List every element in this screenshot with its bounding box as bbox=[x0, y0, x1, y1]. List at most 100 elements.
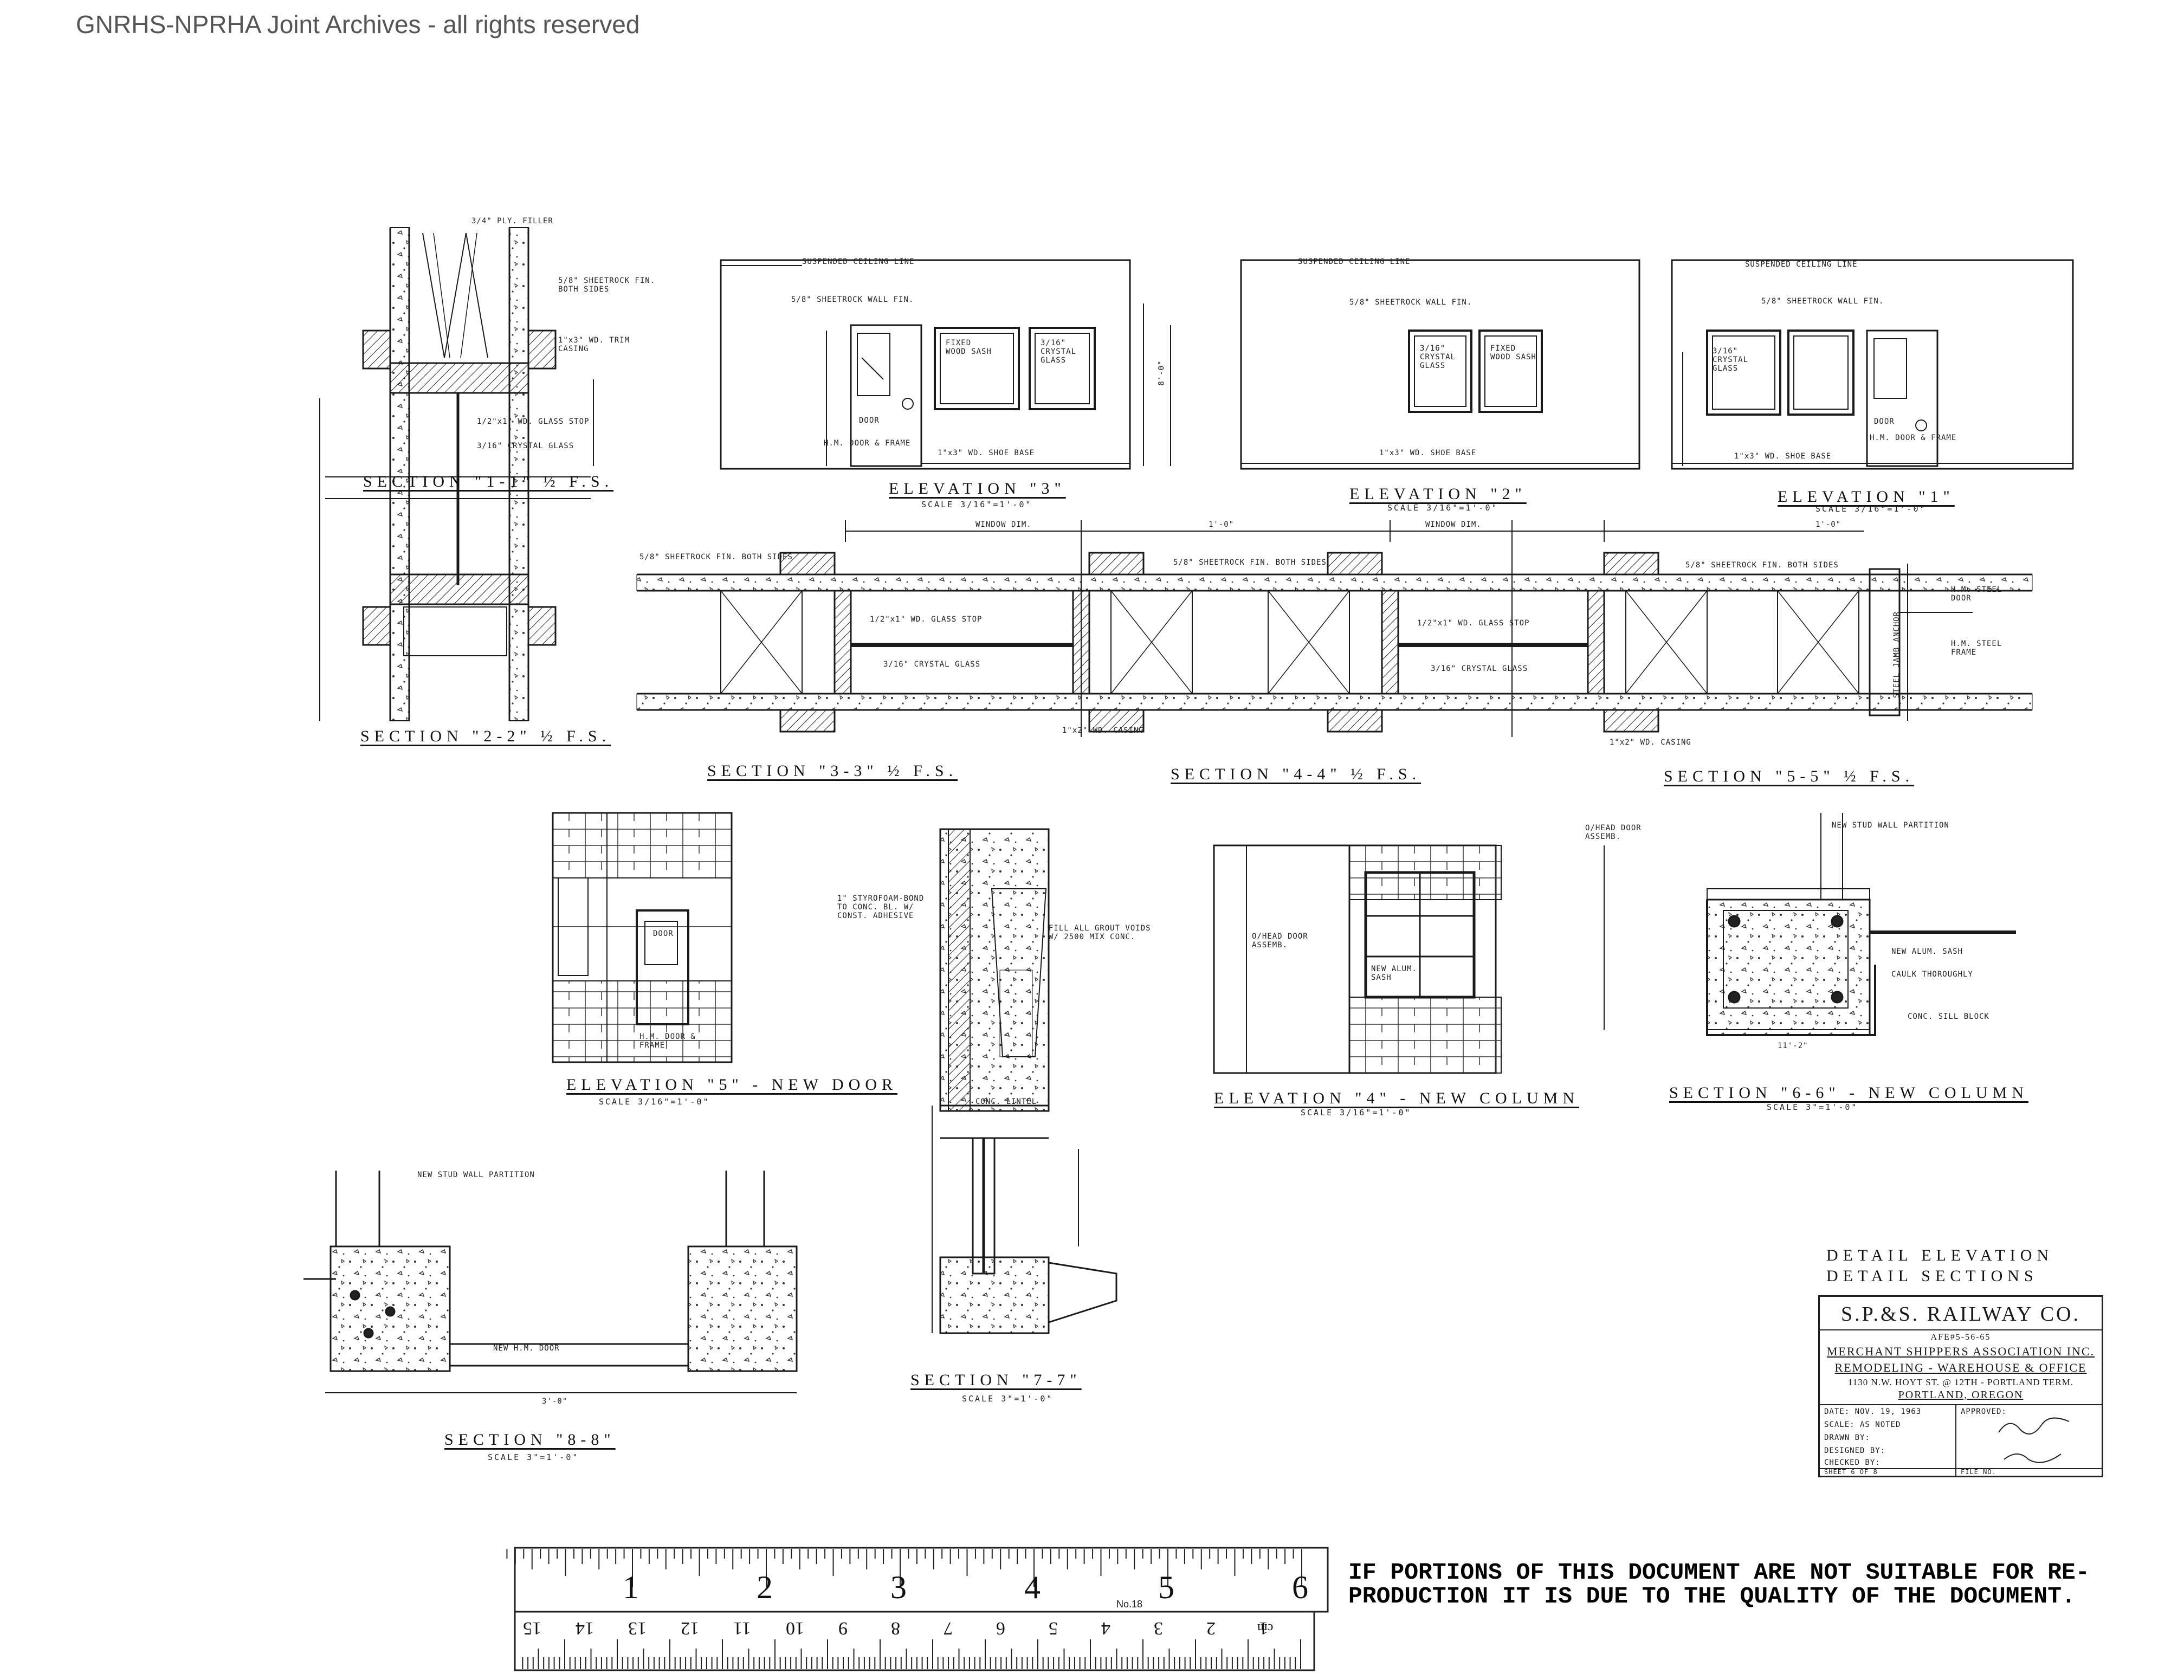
ruler-cm-label: 8 bbox=[891, 1618, 900, 1638]
note-crystal-s33: 3/16" CRYSTAL GLASS bbox=[883, 660, 981, 669]
note-casing-s55: 1"x2" WD. CASING bbox=[1610, 738, 1691, 747]
scale-elevation-4: SCALE 3/16"=1'-0" bbox=[1301, 1108, 1412, 1117]
ruler-cm-label: 9 bbox=[838, 1618, 848, 1638]
note-trim-casing: 1"x3" WD. TRIM CASING bbox=[558, 336, 630, 353]
label-section-3-3: SECTION "3-3" ½ F.S. bbox=[707, 762, 958, 780]
note-alum-sash-e4: NEW ALUM. SASH bbox=[1371, 965, 1417, 982]
note-suspended-ceiling-e1: SUSPENDED CEILING LINE bbox=[1745, 260, 1858, 269]
note-suspended-ceiling-e3: SUSPENDED CEILING LINE bbox=[802, 257, 915, 266]
ruler-cm-label: 6 bbox=[996, 1618, 1005, 1638]
ruler-cm-label: 11 bbox=[733, 1618, 751, 1638]
label-section-7-7: SECTION "7-7" bbox=[910, 1371, 1082, 1389]
elevation-5-drawing bbox=[552, 812, 733, 1063]
note-crystal-e2: 3/16" CRYSTAL GLASS bbox=[1420, 344, 1456, 370]
ruler-cm-unit: cm bbox=[1257, 1621, 1274, 1635]
tb-sheet: SHEET 6 OF 8 bbox=[1824, 1468, 1878, 1476]
label-elevation-4: ELEVATION "4" - NEW COLUMN bbox=[1214, 1089, 1580, 1107]
scale-elevation-5: SCALE 3/16"=1'-0" bbox=[599, 1097, 710, 1107]
scale-section-6-6: SCALE 3"=1'-0" bbox=[1767, 1102, 1858, 1112]
section-3-3-4-4-5-5-drawing bbox=[636, 520, 2033, 737]
tb-file: FILE NO. bbox=[1961, 1468, 1996, 1476]
note-sheetrock-both: 5/8" SHEETROCK FIN. BOTH SIDES bbox=[558, 276, 656, 294]
scale-section-8-8: SCALE 3"=1'-0" bbox=[488, 1452, 579, 1462]
dim-window-2: WINDOW DIM. bbox=[1425, 520, 1482, 529]
ruler-cm-label: 2 bbox=[1206, 1618, 1216, 1638]
label-section-6-6: SECTION "6-6" - NEW COLUMN bbox=[1669, 1084, 2028, 1102]
ruler-inch-label: 5 bbox=[1158, 1569, 1174, 1605]
tb-checked: CHECKED BY: bbox=[1824, 1458, 1881, 1467]
ruler-inch-label: 3 bbox=[890, 1569, 907, 1605]
dim-one-foot-1: 1'-0" bbox=[1209, 520, 1235, 529]
ruler-cm-label: 3 bbox=[1154, 1618, 1163, 1638]
ruler-cm-label: 10 bbox=[786, 1618, 804, 1638]
tb-client: MERCHANT SHIPPERS ASSOCIATION INC. bbox=[1826, 1345, 2095, 1358]
tb-address: 1130 N.W. HOYT ST. @ 12TH - PORTLAND TER… bbox=[1847, 1377, 2074, 1387]
label-elevation-3: ELEVATION "3" bbox=[889, 480, 1066, 497]
note-door-e1: DOOR bbox=[1874, 417, 1895, 426]
ruler-inch-label: 6 bbox=[1292, 1569, 1308, 1605]
note-fixed-sash-e2: FIXED WOOD SASH bbox=[1490, 344, 1536, 361]
note-suspended-ceiling-e2: SUSPENDED CEILING LINE bbox=[1298, 257, 1411, 266]
ruler-cm-label: 14 bbox=[576, 1618, 594, 1638]
note-fixed-sash-e3: FIXED WOOD SASH bbox=[946, 339, 992, 356]
tb-city: PORTLAND, OREGON bbox=[1898, 1389, 2024, 1401]
label-elevation-5: ELEVATION "5" - NEW DOOR bbox=[566, 1076, 898, 1094]
ruler-inch-label: 2 bbox=[757, 1569, 773, 1605]
note-sheetrock-s33: 5/8" SHEETROCK FIN. BOTH SIDES bbox=[639, 553, 793, 561]
dim-3-0: 3'-0" bbox=[542, 1397, 568, 1406]
ruler-model: No.18 bbox=[1116, 1599, 1143, 1610]
title-block: S.P.&S. RAILWAY CO. AFE#5-56-65 MERCHANT… bbox=[1818, 1295, 2103, 1477]
section-8-8-drawing bbox=[303, 1171, 798, 1393]
tb-signatures bbox=[1998, 1417, 2070, 1463]
note-shoe-base-e1: 1"x3" WD. SHOE BASE bbox=[1734, 452, 1832, 461]
note-new-stud-wall: NEW STUD WALL PARTITION bbox=[1832, 821, 1949, 830]
note-sheetrock-e3: 5/8" SHEETROCK WALL FIN. bbox=[791, 295, 914, 304]
archive-watermark: GNRHS-NPRHA Joint Archives - all rights … bbox=[76, 10, 640, 38]
note-sheetrock-e1: 5/8" SHEETROCK WALL FIN. bbox=[1761, 297, 1884, 306]
tb-date: DATE: NOV. 19, 1963 bbox=[1824, 1407, 1922, 1416]
note-crystal-e1: 3/16" CRYSTAL GLASS bbox=[1713, 347, 1749, 373]
dim-11-2: 11'-2" bbox=[1778, 1042, 1808, 1050]
note-sheetrock-s55: 5/8" SHEETROCK FIN. BOTH SIDES bbox=[1685, 561, 1839, 570]
scale-elevation-2: SCALE 3/16"=1'-0" bbox=[1387, 503, 1498, 513]
scale-elevation-1: SCALE 3/16"=1'-0" bbox=[1815, 504, 1927, 514]
note-sill-block: CONC. SILL BLOCK bbox=[1908, 1012, 1989, 1021]
note-sheetrock-s44: 5/8" SHEETROCK FIN. BOTH SIDES bbox=[1173, 558, 1327, 567]
note-fill-grout: FILL ALL GROUT VOIDS W/ 2500 MIX CONC. bbox=[1049, 924, 1151, 941]
ruler-inch-label: 4 bbox=[1024, 1569, 1041, 1605]
note-glass-stop-s44: 1/2"x1" WD. GLASS STOP bbox=[1417, 619, 1530, 628]
label-section-5-5: SECTION "5-5" ½ F.S. bbox=[1664, 767, 1915, 785]
dim-one-foot-2: 1'-0" bbox=[1815, 520, 1841, 529]
note-crystal-glass-1: 3/16" CRYSTAL GLASS bbox=[477, 442, 574, 450]
section-7-7-drawing bbox=[932, 828, 1117, 1334]
label-elevation-1: ELEVATION "1" bbox=[1778, 488, 1955, 506]
note-overhead-door-s66: O/HEAD DOOR ASSEMB. bbox=[1585, 824, 1642, 841]
measurement-ruler bbox=[506, 1547, 1329, 1671]
note-crystal-e3: 3/16" CRYSTAL GLASS bbox=[1041, 339, 1077, 365]
note-shoe-base-e2: 1"x3" WD. SHOE BASE bbox=[1379, 449, 1477, 457]
label-section-2-2: SECTION "2-2" ½ F.S. bbox=[360, 727, 611, 745]
note-caulk: CAULK THOROUGHLY bbox=[1891, 970, 1973, 979]
note-glass-stop-s33: 1/2"x1" WD. GLASS STOP bbox=[870, 615, 983, 624]
dim-window-1: WINDOW DIM. bbox=[975, 520, 1032, 529]
label-section-1-1: SECTION "1-1" ½ F.S. bbox=[363, 473, 614, 490]
dim-e3-height: 8'-0" bbox=[1157, 360, 1166, 386]
note-lintel: CONC. LINTEL bbox=[975, 1097, 1037, 1106]
note-styrofoam: 1" STYROFOAM-BOND TO CONC. BL. W/ CONST.… bbox=[837, 894, 925, 920]
label-section-4-4: SECTION "4-4" ½ F.S. bbox=[1171, 765, 1421, 783]
note-hm-door-e3: H.M. DOOR & FRAME bbox=[824, 439, 911, 448]
ruler-cm-label: 5 bbox=[1049, 1618, 1058, 1638]
note-sheetrock-e2: 5/8" SHEETROCK WALL FIN. bbox=[1349, 298, 1472, 307]
note-overhead-door-e4: O/HEAD DOOR ASSEMB. bbox=[1252, 932, 1308, 949]
section-1-1-drawing bbox=[319, 227, 594, 721]
tb-drawn: DRAWN BY: bbox=[1824, 1433, 1870, 1442]
reproduction-notice: IF PORTIONS OF THIS DOCUMENT ARE NOT SUI… bbox=[1348, 1559, 2090, 1610]
ruler-cm-label: 7 bbox=[944, 1618, 953, 1638]
label-elevation-2: ELEVATION "2" bbox=[1349, 485, 1527, 503]
elevation-3-drawing bbox=[720, 259, 1171, 470]
elevation-4-drawing bbox=[1213, 844, 1502, 1074]
tb-project: REMODELING - WAREHOUSE & OFFICE bbox=[1834, 1361, 2087, 1374]
tb-railway: S.P.&S. RAILWAY CO. bbox=[1840, 1303, 2080, 1326]
note-hm-door-e5: H.M. DOOR & FRAME bbox=[639, 1032, 696, 1050]
